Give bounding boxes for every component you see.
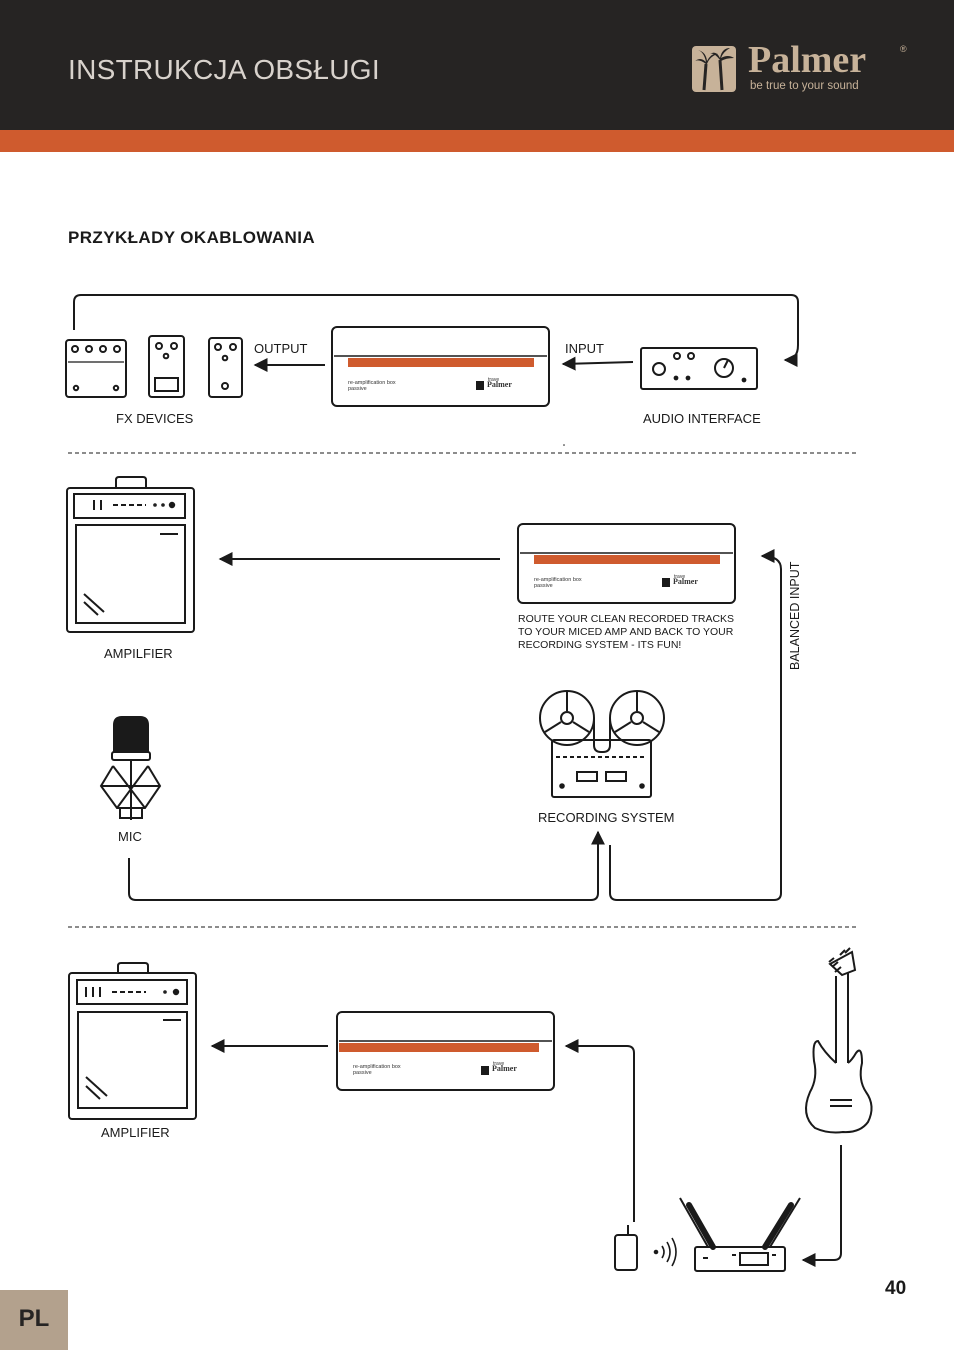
amplifier-2 [66,476,195,633]
device1-brand: Palmer [487,380,512,389]
device3-brand-small: trave [493,1061,505,1067]
page-title: INSTRUKCJA OBSŁUGI [68,54,380,85]
microphone [99,716,162,820]
balanced-input-label: BALANCED INPUT [788,561,802,670]
device3-brand: Palmer [492,1064,517,1073]
fx-devices-label: FX DEVICES [116,411,194,426]
fx-pedal-medium [148,335,185,398]
wireless-receiver [679,1197,801,1272]
logo-wordmark: Palmer [748,39,867,81]
language-code: PL [18,1305,50,1332]
accent-bar [0,130,954,152]
fx-pedal-large [65,339,127,398]
mic-label: MIC [118,829,142,844]
reamp-box-3 [336,1011,555,1091]
fx-pedal-small [208,337,243,398]
mic-cable [128,830,605,901]
recording-system-label: RECORDING SYSTEM [538,810,675,825]
routing-note: ROUTE YOUR CLEAN RECORDED TRACKS TO YOUR… [518,613,735,651]
reamp-box-1 [331,326,550,407]
input-arrow [561,356,634,371]
output-label: OUTPUT [254,341,308,356]
guitar-icon [805,947,873,1134]
palmer-logo: Palmer ® be true to your sound [690,39,920,96]
language-tab [0,1290,68,1350]
reamp-box-2 [517,523,736,604]
guitar-cable [801,1145,842,1267]
recording-system [539,690,665,798]
input-label: INPUT [565,341,604,356]
section-title: PRZYKŁADY OKABLOWANIA [68,228,316,247]
audio-interface [640,347,758,390]
page-header [0,0,954,130]
amplifier-3 [68,962,197,1120]
audio-interface-label: AUDIO INTERFACE [643,411,761,426]
logo-tagline: be true to your sound [750,80,859,92]
loop-cable [73,294,799,367]
device1-brand-small: trave [488,377,500,383]
bodypack-transmitter [614,1225,638,1271]
wireless-signal-icon [653,1237,677,1267]
device-logo-icons [476,381,670,1075]
page-number: 40 [885,1278,907,1299]
amplifier-label: AMPILFIER [104,646,173,661]
amplifier3-label: AMPLIFIER [101,1125,170,1140]
registered-mark: ® [900,44,907,54]
wireless-cable [564,1039,635,1222]
device2-brand: Palmer [673,577,698,586]
device2-brand-small: trave [674,574,686,580]
palm-tree-icon [692,46,736,92]
balanced-input-cable [609,549,782,901]
